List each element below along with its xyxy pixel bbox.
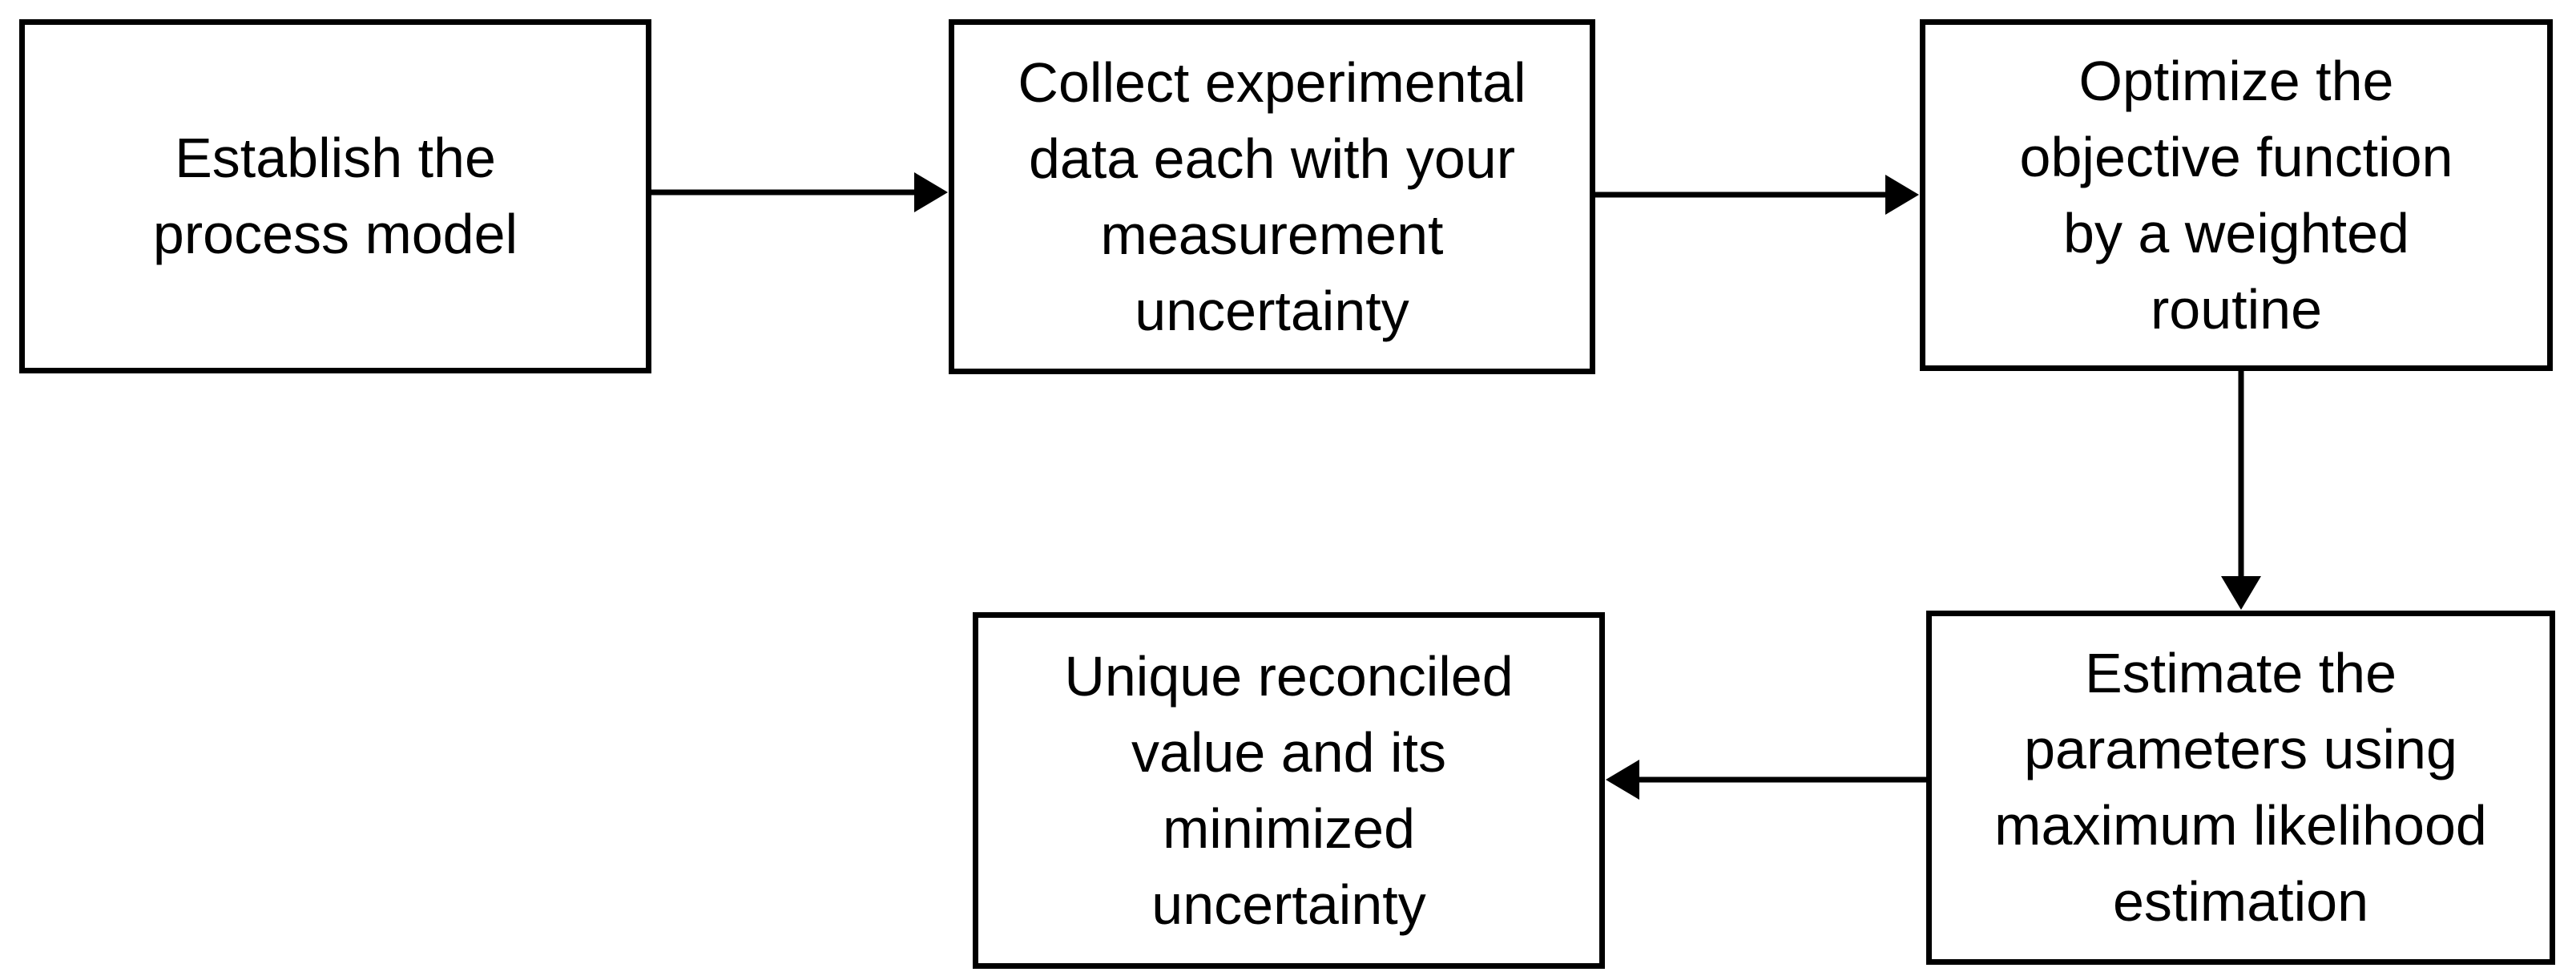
node-text-line: process model xyxy=(152,203,518,265)
flow-node-unique-reconciled-value: Unique reconciled value and its minimize… xyxy=(973,612,1605,969)
arrow-establish-to-collect-icon xyxy=(651,172,948,212)
node-text-line: value and its xyxy=(1131,720,1447,784)
flow-node-collect-experimental-data: Collect experimental data each with your… xyxy=(949,19,1595,374)
node-text-line: data each with your xyxy=(1028,127,1516,190)
node-text-line: Establish the xyxy=(175,127,496,189)
node-text-line: Estimate the xyxy=(2084,642,2397,704)
node-text-line: minimized xyxy=(1162,797,1416,860)
arrow-estimate-to-unique-icon xyxy=(1606,760,1926,800)
node-text-line: maximum likelihood xyxy=(1994,794,2487,857)
arrow-collect-to-optimize-icon xyxy=(1595,175,1919,215)
node-text-line: measurement xyxy=(1100,203,1444,266)
arrow-optimize-to-estimate-icon xyxy=(2221,371,2261,610)
node-text-line: uncertainty xyxy=(1135,279,1409,342)
node-text-line: uncertainty xyxy=(1151,873,1426,936)
node-text-line: parameters using xyxy=(2024,718,2457,780)
node-text-line: objective function xyxy=(2019,125,2453,188)
node-text-line: Optimize the xyxy=(2078,49,2394,112)
node-text-line: Unique reconciled xyxy=(1064,644,1514,708)
node-text-line: estimation xyxy=(2112,870,2369,933)
node-text-line: routine xyxy=(2150,277,2323,341)
flow-node-optimize-objective-function: Optimize the objective function by a wei… xyxy=(1920,19,2553,371)
node-text-line: by a weighted xyxy=(2063,201,2409,264)
flow-node-estimate-parameters: Estimate the parameters using maximum li… xyxy=(1926,611,2555,965)
flow-node-establish-process-model: Establish the process model xyxy=(19,19,651,373)
node-text-line: Collect experimental xyxy=(1018,50,1526,114)
